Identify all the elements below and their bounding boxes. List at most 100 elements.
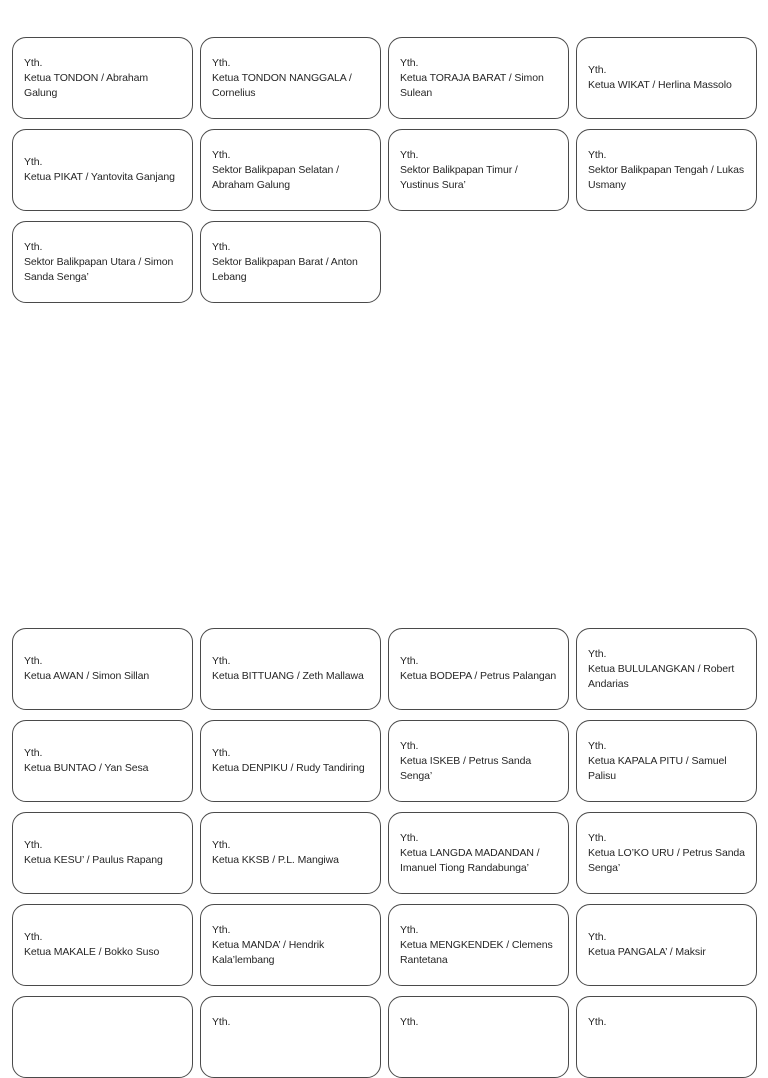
address-label-card: Yth.Ketua AWAN / Simon Sillan (12, 628, 193, 710)
recipient-line: Senga’ (400, 769, 433, 782)
recipient-line: Ketua MENGKENDEK / Clemens (400, 938, 553, 951)
recipient-line: Ketua MANDA’ / Hendrik (212, 938, 325, 951)
empty-slot (388, 221, 569, 303)
recipient-line: Sulean (400, 86, 433, 99)
salutation-line: Yth. (588, 148, 607, 161)
address-label-card: Yth.Ketua DENPIKU / Rudy Tandiring (200, 720, 381, 802)
recipient-line: Ketua BULULANGKAN / Robert (588, 662, 735, 675)
address-label-text: Yth.Ketua BITTUANG / Zeth Mallawa (201, 654, 380, 684)
label-slot: Yth.Ketua MAKALE / Bokko Suso (12, 904, 193, 986)
recipient-line: Usmany (588, 178, 626, 191)
recipient-line: Palisu (588, 769, 616, 782)
label-slot: Yth. (388, 996, 569, 1078)
recipient-line (588, 1045, 751, 1060)
recipient-line: Yustinus Sura’ (400, 178, 466, 191)
recipient-line: Ketua KKSB / P.L. Mangiwa (212, 854, 339, 866)
salutation-line: Yth. (588, 1015, 607, 1028)
label-slot: Yth.Ketua LANGDA MADANDAN /Imanuel Tiong… (388, 812, 569, 894)
recipient-line (212, 1030, 375, 1045)
recipient-line: Ketua BODEPA / Petrus Palangan (400, 670, 557, 682)
salutation-line: Yth. (24, 156, 43, 168)
label-slot: Yth. (200, 996, 381, 1078)
label-slot: Yth.Sektor Balikpapan Selatan /Abraham G… (200, 129, 381, 211)
salutation-line: Yth. (588, 831, 607, 844)
address-label-text: Yth. Sektor Balikpapan Timur / Yustinus Su… (389, 148, 568, 193)
salutation-line: Yth. (24, 931, 43, 943)
recipient-line: Ketua LANGDA MADANDAN / (400, 846, 540, 859)
label-slot: Yth.Ketua KESU’ / Paulus Rapang (12, 812, 193, 894)
address-label-card: Yth.Ketua PANGALA’ / Maksir (576, 904, 757, 986)
address-label-card: Yth.Ketua KKSB / P.L. Mangiwa (200, 812, 381, 894)
address-label-card (12, 996, 193, 1078)
label-slot: Yth. Ketua BODEPA / Petrus Palangan (388, 628, 569, 710)
address-label-card: Yth.Ketua KESU’ / Paulus Rapang (12, 812, 193, 894)
label-slot (12, 996, 193, 1078)
recipient-line (588, 1030, 751, 1045)
address-label-card: Yth.Sektor Balikpapan Selatan /Abraham G… (200, 129, 381, 211)
recipient-line: Kala’lembang (212, 953, 275, 966)
recipient-line: Ketua TONDON / Abraham (24, 71, 149, 84)
salutation-line: Yth. (588, 931, 607, 943)
salutation-line: Yth. (400, 56, 419, 69)
recipient-line: Galung (24, 86, 58, 99)
label-slot: Yth.Ketua BITTUANG / Zeth Mallawa (200, 628, 381, 710)
recipient-line: Sanda Senga’ (24, 270, 89, 283)
salutation-line: Yth. (400, 831, 419, 844)
address-label-text: Yth.Ketua WIKAT / Herlina Massolo (577, 63, 756, 93)
address-label-text: Yth.Ketua DENPIKU / Rudy Tandiring (201, 746, 380, 776)
salutation-line: Yth. (400, 148, 419, 161)
label-slot: Yth.Ketua BUNTAO / Yan Sesa (12, 720, 193, 802)
address-label-text: Yth.Ketua LANGDA MADANDAN /Imanuel Tiong… (389, 831, 568, 876)
address-label-card: Yth. Ketua BODEPA / Petrus Palangan (388, 628, 569, 710)
recipient-line: Abraham Galung (212, 178, 290, 191)
salutation-line: Yth. (400, 1015, 419, 1028)
address-label-card: Yth.Ketua MAKALE / Bokko Suso (12, 904, 193, 986)
label-slot: Yth.Ketua WIKAT / Herlina Massolo (576, 37, 757, 119)
address-label-card: Yth.Ketua WIKAT / Herlina Massolo (576, 37, 757, 119)
recipient-line: Sektor Balikpapan Timur / (400, 163, 518, 176)
recipient-line: Senga’ (588, 861, 621, 874)
recipient-line (400, 1030, 563, 1045)
recipient-line: Ketua BUNTAO / Yan Sesa (24, 762, 149, 774)
recipient-line: Ketua DENPIKU / Rudy Tandiring (212, 762, 365, 774)
recipient-line: Cornelius (212, 86, 256, 99)
recipient-line: Rantetana (400, 953, 448, 966)
address-label-card: Yth.Ketua TONDON NANGGALA /Cornelius (200, 37, 381, 119)
salutation-line: Yth. (212, 56, 231, 69)
address-label-card: Yth.Ketua LANGDA MADANDAN /Imanuel Tiong… (388, 812, 569, 894)
address-label-text: Yth.Ketua KKSB / P.L. Mangiwa (201, 838, 380, 868)
salutation-line: Yth. (24, 240, 43, 253)
recipient-line: Ketua AWAN / Simon Sillan (24, 670, 150, 682)
salutation-line: Yth. (588, 739, 607, 752)
address-label-text: Yth.Ketua TONDON NANGGALA /Cornelius (201, 56, 380, 101)
recipient-line: Sektor Balikpapan Utara / Simon (24, 255, 174, 268)
salutation-line: Yth. (400, 655, 419, 667)
